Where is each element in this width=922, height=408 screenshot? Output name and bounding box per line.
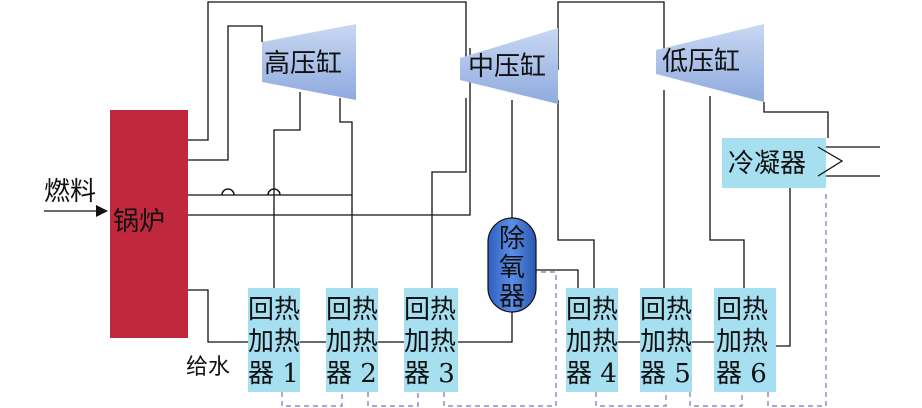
- boiler: [110, 110, 188, 338]
- fuel-label: 燃料: [44, 177, 96, 207]
- heater-5: 回热 加热 器 5: [640, 288, 692, 392]
- heater-1-line-1: 回热: [248, 295, 300, 325]
- boiler-label: 锅炉: [113, 207, 165, 237]
- heater-2-line-2: 加热: [326, 327, 378, 357]
- heater-1-line-3: 器 1: [248, 359, 299, 389]
- heater-3-line-1: 回热: [404, 295, 456, 325]
- deaerator-char-2: 氧: [499, 253, 525, 283]
- turbine-hp-label: 高压缸: [264, 49, 342, 79]
- condenser-label: 冷凝器: [728, 149, 806, 179]
- heater-5-line-1: 回热: [640, 295, 692, 325]
- heater-6-line-1: 回热: [716, 295, 768, 325]
- heater-5-line-2: 加热: [640, 327, 692, 357]
- heater-2-line-1: 回热: [326, 295, 378, 325]
- turbine-ip-label: 中压缸: [468, 52, 546, 82]
- heater-2: 回热 加热 器 2: [326, 288, 378, 392]
- turbine-hp: 高压缸: [262, 24, 356, 100]
- heater-5-line-3: 器 5: [640, 359, 691, 389]
- heater-6: 回热 加热 器 6: [714, 288, 776, 392]
- feedwater-label: 给水: [186, 355, 230, 380]
- heater-3: 回热 加热 器 3: [404, 288, 458, 392]
- heater-4-line-1: 回热: [566, 295, 618, 325]
- steam-pipes: [160, 1, 880, 347]
- heater-4-line-3: 器 4: [566, 359, 617, 389]
- turbine-lp: 低压缸: [656, 24, 764, 102]
- heater-3-line-3: 器 3: [404, 359, 455, 389]
- heater-1-line-2: 加热: [248, 327, 300, 357]
- turbine-ip: 中压缸: [460, 28, 558, 104]
- heater-4-line-2: 加热: [566, 327, 618, 357]
- drain-lines: [281, 190, 827, 407]
- fuel-arrow: [44, 205, 108, 217]
- pipe-crossings: [221, 188, 281, 196]
- turbine-lp-label: 低压缸: [662, 47, 740, 77]
- heater-2-line-3: 器 2: [326, 359, 377, 389]
- heater-1: 回热 加热 器 1: [248, 288, 300, 392]
- deaerator-char-1: 除: [499, 224, 525, 254]
- condenser: 冷凝器: [722, 138, 844, 188]
- heater-4: 回热 加热 器 4: [566, 288, 618, 392]
- deaerator: 除 氧 器: [487, 217, 537, 313]
- heater-6-line-2: 加热: [716, 327, 768, 357]
- heater-3-line-2: 加热: [404, 327, 456, 357]
- deaerator-char-3: 器: [499, 282, 525, 312]
- heater-6-line-3: 器 6: [716, 359, 767, 389]
